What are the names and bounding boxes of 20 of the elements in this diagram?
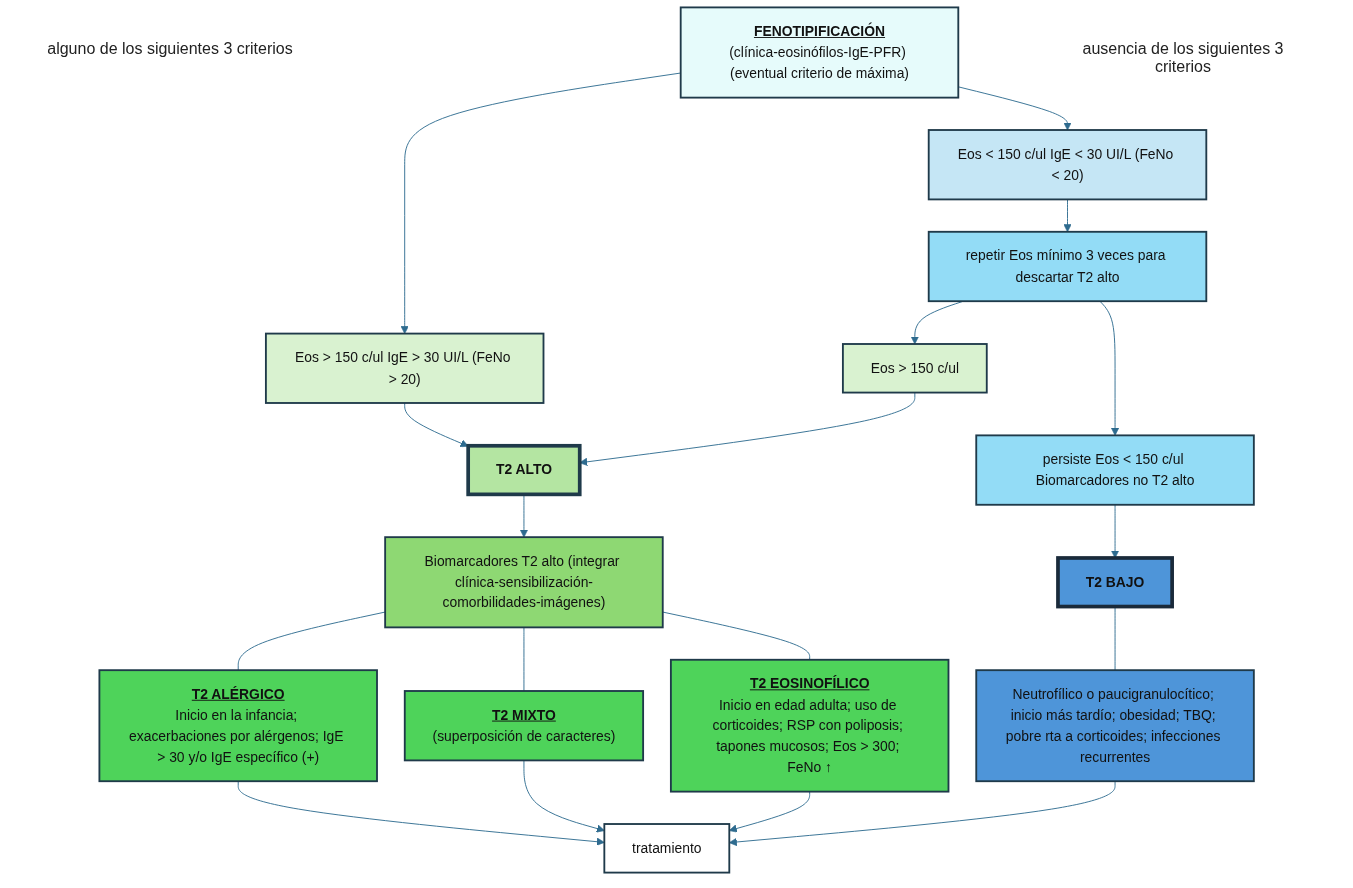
node-box: T2 EOSINOFÍLICO Inicio en edad adulta; uso de corticoides; RSP con poliposis; tapones mucosos; Eos > 300; FeNo ↑ [669,658,950,793]
node-box: T2 MIXTO (superposición de caracteres) [403,690,644,762]
node-box: tratamiento [603,823,731,874]
connector [523,626,525,692]
node-box: FENOTIPIFICACIÓN (clínica-eosinófilos-IgE-PFR) (eventual criterio de máxima) [679,6,960,99]
connector [237,611,386,671]
node-box: Eos > 150 c/ul [841,343,988,394]
node-box: T2 BAJO [1056,556,1174,609]
node-box: Eos > 150 c/ul IgE > 30 UI/L (FeNo > 20) [264,332,545,404]
node-box: T2 ALTO [466,443,582,497]
connector [662,611,811,661]
node-box: Eos < 150 c/ul IgE < 30 UI/L (FeNo < 20) [927,129,1208,201]
node-box: T2 ALÉRGICO Inicio en la infancia; exacerbaciones por alérgenos; IgE > 30 y/o IgE específico (+) [98,669,378,783]
criteria-note: alguno de los siguientes 3 criterios [46,40,294,58]
connector [1114,606,1116,671]
node-box: Neutrofílico o paucigranulocítico; inicio más tardío; obesidad; TBQ; pobre rta a corticoides; infecciones recurrentes [975,669,1255,783]
node-box: repetir Eos mínimo 3 veces para descartar T2 alto [927,230,1208,303]
node-box: Biomarcadores T2 alto (integrar clínica-sensibilización-comorbilidades-imágenes) [384,536,664,629]
criteria-note: ausencia de los siguientes 3 criterios [1081,40,1285,76]
node-box: persiste Eos < 150 c/ul Biomarcadores no T2 alto [975,434,1255,506]
